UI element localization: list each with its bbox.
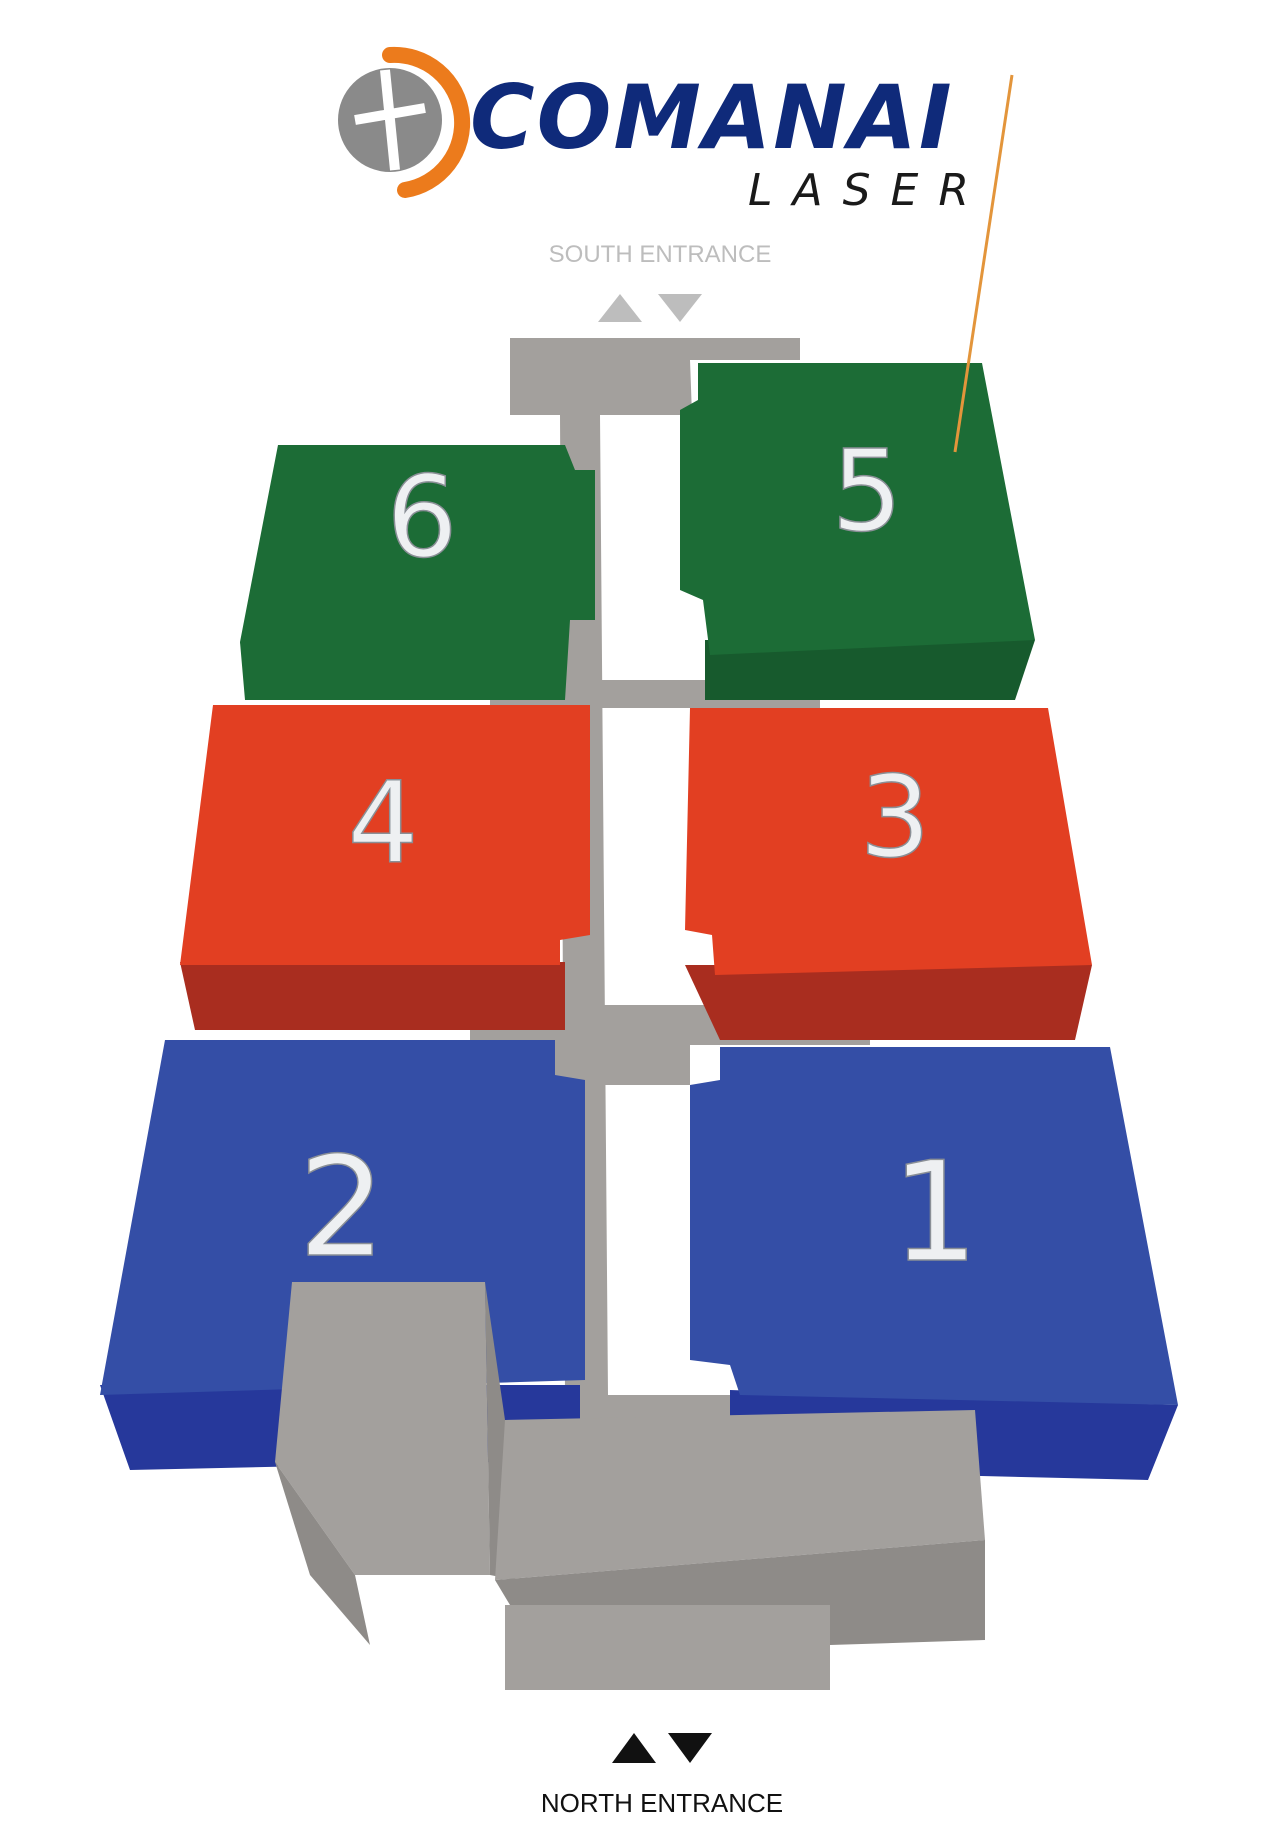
hall-3[interactable]: 3 — [685, 708, 1092, 1040]
brand-logo: COMANAI LASER — [338, 46, 989, 216]
up-down-arrows-icon — [598, 294, 702, 322]
up-down-arrows-icon — [612, 1733, 712, 1763]
hall-4-number: 4 — [347, 759, 418, 889]
brand-subtitle: LASER — [748, 165, 989, 216]
hall-1-number: 1 — [891, 1132, 979, 1293]
south-entrance: SOUTH ENTRANCE — [549, 241, 772, 322]
hall-6-number: 6 — [386, 453, 457, 583]
north-entrance: NORTH ENTRANCE — [541, 1733, 783, 1818]
entrance-building — [275, 1282, 985, 1690]
hall-6[interactable]: 6 — [240, 445, 595, 700]
hall-5[interactable]: 5 — [680, 363, 1035, 700]
crosshair-globe-logo-icon — [338, 46, 471, 198]
hall-4[interactable]: 4 — [180, 705, 590, 1030]
hall-2-number: 2 — [298, 1127, 386, 1288]
south-entrance-label: SOUTH ENTRANCE — [549, 241, 772, 268]
north-entrance-label: NORTH ENTRANCE — [541, 1788, 783, 1818]
hall-3-number: 3 — [859, 753, 930, 883]
hall-5-number: 5 — [831, 427, 902, 557]
pointer-line — [953, 74, 1014, 453]
brand-name: COMANAI — [470, 66, 954, 169]
